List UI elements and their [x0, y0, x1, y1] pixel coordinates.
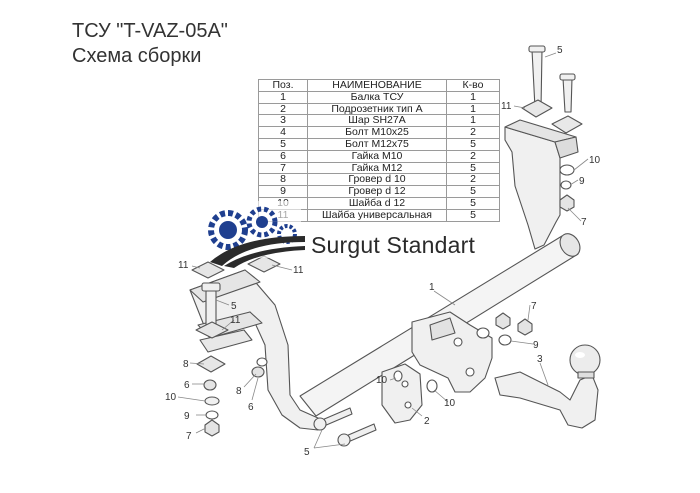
- cell-name: Шар SH27A: [307, 114, 447, 128]
- brand-watermark-text: Surgut Standart: [311, 232, 476, 258]
- callout-11: 11: [501, 101, 512, 112]
- bolts-left: [191, 255, 281, 373]
- callout-7: 7: [531, 301, 537, 312]
- bolts-bottom: [313, 407, 377, 447]
- hitch-plate: [411, 311, 493, 393]
- right-hardware: [393, 164, 575, 393]
- leader-lines: [177, 52, 589, 449]
- cell-name: Подрозетник тип А: [307, 102, 447, 116]
- callout-8: 8: [236, 386, 242, 397]
- header-qty: К-во: [446, 79, 500, 92]
- socket-plate: [381, 363, 423, 424]
- callout-6: 6: [184, 380, 190, 391]
- callout-2: 2: [424, 416, 430, 427]
- callout-1: 1: [429, 282, 435, 293]
- callout-11: 11: [293, 265, 304, 276]
- callout-7: 7: [186, 431, 192, 442]
- cell-qty: 1: [446, 102, 500, 116]
- callout-10: 10: [444, 398, 456, 409]
- callout-9: 9: [533, 340, 539, 351]
- diagram-title: ТСУ "T-VAZ-05A": [72, 20, 228, 42]
- parts-table-header: Поз. НАИМЕНОВАНИЕ К-во: [258, 79, 500, 92]
- callout-labels: 1 2 3 5 5 5 6 6 7 7 7 8 8 9 9 9 10 10 10…: [165, 45, 601, 458]
- gear-logo-icon: [206, 201, 305, 268]
- bolts-top-right: [521, 45, 583, 134]
- callout-5: 5: [557, 45, 563, 56]
- cell-qty: 1: [446, 114, 500, 128]
- callout-10: 10: [376, 375, 388, 386]
- callout-11: 11: [230, 315, 241, 326]
- callout-6: 6: [248, 402, 254, 413]
- callout-5: 5: [304, 447, 310, 458]
- callout-9: 9: [184, 411, 190, 422]
- ball-arm: [494, 344, 601, 429]
- callout-11: 11: [178, 260, 189, 271]
- cell-qty: 5: [446, 208, 500, 222]
- callout-10: 10: [589, 155, 601, 166]
- callout-10: 10: [165, 392, 177, 403]
- header-name: НАИМЕНОВАНИЕ: [307, 79, 447, 92]
- callout-9: 9: [579, 176, 585, 187]
- right-bracket: [504, 119, 579, 250]
- callout-7: 7: [581, 217, 587, 228]
- callout-8: 8: [183, 359, 189, 370]
- cell-name: Шайба универсальная: [307, 208, 447, 222]
- callout-5: 5: [231, 301, 237, 312]
- cell-qty: 1: [446, 90, 500, 104]
- header-pos: Поз.: [258, 79, 308, 92]
- cell-qty: 5: [446, 185, 500, 198]
- diagram-subtitle: Схема сборки: [72, 45, 202, 67]
- callout-3: 3: [537, 354, 543, 365]
